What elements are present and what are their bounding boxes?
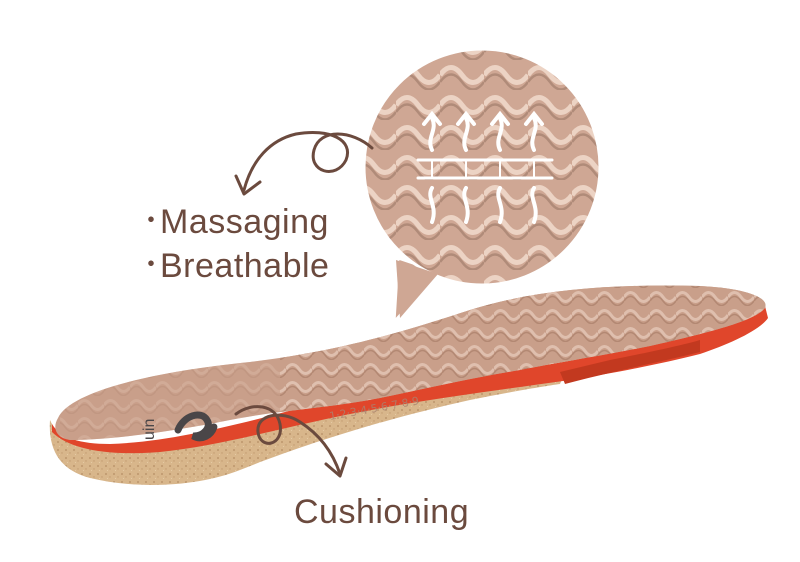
insole: uin 1·2·3·4·5·6·7·8·9 xyxy=(49,285,768,485)
bullet: ・ xyxy=(138,205,165,235)
feature-massaging: ・Massaging xyxy=(138,205,329,239)
feature-cushioning: Cushioning xyxy=(294,495,469,529)
feature-breathable: ・Breathable xyxy=(138,249,329,283)
feature-cushioning-text: Cushioning xyxy=(294,493,470,531)
brand-mark-text: uin xyxy=(141,419,158,440)
features-arrow xyxy=(234,130,374,196)
bullet: ・ xyxy=(138,249,165,279)
brand-logo xyxy=(174,411,218,442)
airflow-membrane-icon xyxy=(416,110,554,224)
feature-breathable-text: Breathable xyxy=(160,247,330,285)
insole-heel-tab xyxy=(560,340,700,384)
feature-massaging-text: Massaging xyxy=(160,203,329,241)
texture-zoom-callout xyxy=(362,47,602,324)
cushioning-arrow xyxy=(234,405,348,478)
